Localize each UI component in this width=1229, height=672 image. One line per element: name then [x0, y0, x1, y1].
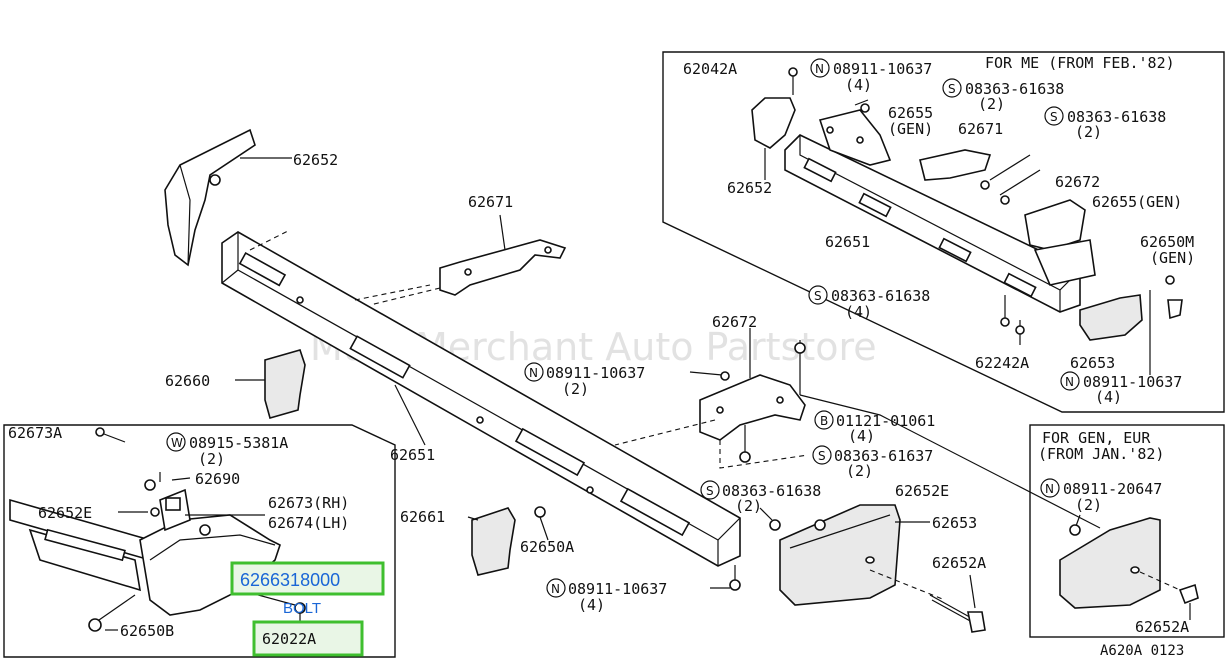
main-pad-62660: [235, 349, 306, 419]
inset-me-62042A: 62042A: [683, 60, 737, 78]
main-n2-code: 08911-10637: [568, 580, 667, 598]
main-s1-code: 08363-61637: [834, 447, 933, 465]
main-nut-callout-2: N 08911-10637 (4): [546, 578, 667, 614]
marker-N: N: [815, 62, 824, 76]
main-label-62660: 62660: [165, 372, 210, 390]
inset-me-62650M: 62650M: [1140, 233, 1194, 251]
inset-me-gen2: (GEN): [1150, 249, 1195, 267]
main-bolt-callout-b: B 01121-01061 (4): [814, 410, 935, 445]
inset-gen-header1: FOR GEN, EUR: [1042, 429, 1151, 447]
main-label-62652: 62652: [293, 151, 338, 169]
inset-gen-62652A: 62652A: [1135, 618, 1189, 636]
inset-me-62655gen: 62655(GEN): [1092, 193, 1182, 211]
inset-me-s3-code: 08363-61638: [831, 287, 930, 305]
main-n2-qty: (4): [578, 596, 605, 614]
main-s2-code: 08363-61638: [722, 482, 821, 500]
main-bolt-62652A: [929, 574, 986, 633]
inset-me-gen: (GEN): [888, 120, 933, 138]
inset-me-s1-qty: (2): [978, 95, 1005, 113]
main-corner-62653: [779, 504, 946, 606]
main-corner-62652: [164, 128, 292, 267]
inset-me-s1-code: 08363-61638: [965, 80, 1064, 98]
inset-left-62650B: 62650B: [120, 622, 174, 640]
inset-left-62652E: 62652E: [38, 504, 92, 522]
main-n1-qty: (2): [562, 380, 589, 398]
highlight-part-number[interactable]: 6266318000: [240, 570, 340, 590]
inset-me-s2-code: 08363-61638: [1067, 108, 1166, 126]
inset-me-n1-qty: (4): [845, 76, 872, 94]
marker-W: W: [171, 436, 183, 450]
inset-me-62652: 62652: [727, 179, 772, 197]
highlight-bolt-label: BOLT: [283, 600, 321, 617]
main-screw-callout-2: S 08363-61638 (2): [700, 480, 821, 515]
inset-me-62671: 62671: [958, 120, 1003, 138]
main-s2-qty: (2): [735, 497, 762, 515]
marker-B: B: [820, 414, 828, 428]
inset-gen-n-code: 08911-20647: [1063, 480, 1162, 498]
inset-left-62673rh: 62673(RH): [268, 494, 349, 512]
main-label-62671: 62671: [468, 193, 513, 211]
main-bracket-62671: [369, 214, 567, 306]
highlight-ref-number[interactable]: 62022A: [262, 630, 316, 648]
inset-left-w-code: 08915-5381A: [189, 434, 288, 452]
inset-me-header: FOR ME (FROM FEB.'82): [985, 54, 1175, 72]
main-label-62651: 62651: [390, 446, 435, 464]
highlight-ref-box[interactable]: [252, 620, 364, 657]
main-n1-code: 08911-10637: [546, 364, 645, 382]
main-reinforcement-62651: [221, 231, 741, 567]
main-label-62652A: 62652A: [932, 554, 986, 572]
inset-me-62242A: 62242A: [975, 354, 1029, 372]
marker-N: N: [529, 366, 538, 380]
marker-S: S: [814, 289, 822, 303]
inset-left-w-qty: (2): [198, 450, 225, 468]
inset-gen: FOR GEN, EUR (FROM JAN.'82) N 08911-2064…: [1029, 424, 1225, 638]
inset-me-62653: 62653: [1070, 354, 1115, 372]
inset-gen-header2: (FROM JAN.'82): [1038, 445, 1164, 463]
inset-gen-n-qty: (2): [1075, 496, 1102, 514]
inset-me-62672: 62672: [1055, 173, 1100, 191]
main-label-62650A: 62650A: [520, 538, 574, 556]
marker-S: S: [948, 82, 956, 96]
inset-left-62673A: 62673A: [8, 424, 62, 442]
marker-S: S: [706, 484, 714, 498]
inset-me: FOR ME (FROM FEB.'82) 6: [662, 51, 1225, 413]
main-label-62652E: 62652E: [895, 482, 949, 500]
inset-left-62674lh: 62674(LH): [268, 514, 349, 532]
main-screw-callout-1: S 08363-61637 (2): [812, 445, 933, 480]
marker-S: S: [818, 449, 826, 463]
highlight-part-box[interactable]: [230, 561, 385, 596]
main-pad-62661: [467, 507, 516, 576]
inset-me-62655: 62655: [888, 104, 933, 122]
main-label-62672: 62672: [712, 313, 757, 331]
main-b-code: 01121-01061: [836, 412, 935, 430]
marker-S: S: [1050, 110, 1058, 124]
inset-me-s3-qty: (4): [845, 303, 872, 321]
inset-me-n1-code: 08911-10637: [833, 60, 932, 78]
diagram-code: A620A 0123: [1100, 643, 1184, 659]
marker-N: N: [1045, 482, 1054, 496]
main-bracket-62672: [614, 328, 1101, 529]
main-nut-callout-1: N 08911-10637 (2): [524, 362, 645, 398]
main-bolts: [534, 506, 781, 591]
inset-left-62690: 62690: [195, 470, 240, 488]
main-b-qty: (4): [848, 427, 875, 445]
inset-me-s2-qty: (2): [1075, 123, 1102, 141]
marker-N: N: [1065, 375, 1074, 389]
inset-me-n2-qty: (4): [1095, 388, 1122, 406]
main-label-62661: 62661: [400, 508, 445, 526]
inset-me-62651: 62651: [825, 233, 870, 251]
inset-left: W 08915-5381A (2) 62673A 62690 62652E 62…: [3, 424, 396, 658]
marker-N: N: [551, 582, 560, 596]
main-s1-qty: (2): [846, 462, 873, 480]
inset-me-n2-code: 08911-10637: [1083, 373, 1182, 391]
main-label-62653: 62653: [932, 514, 977, 532]
